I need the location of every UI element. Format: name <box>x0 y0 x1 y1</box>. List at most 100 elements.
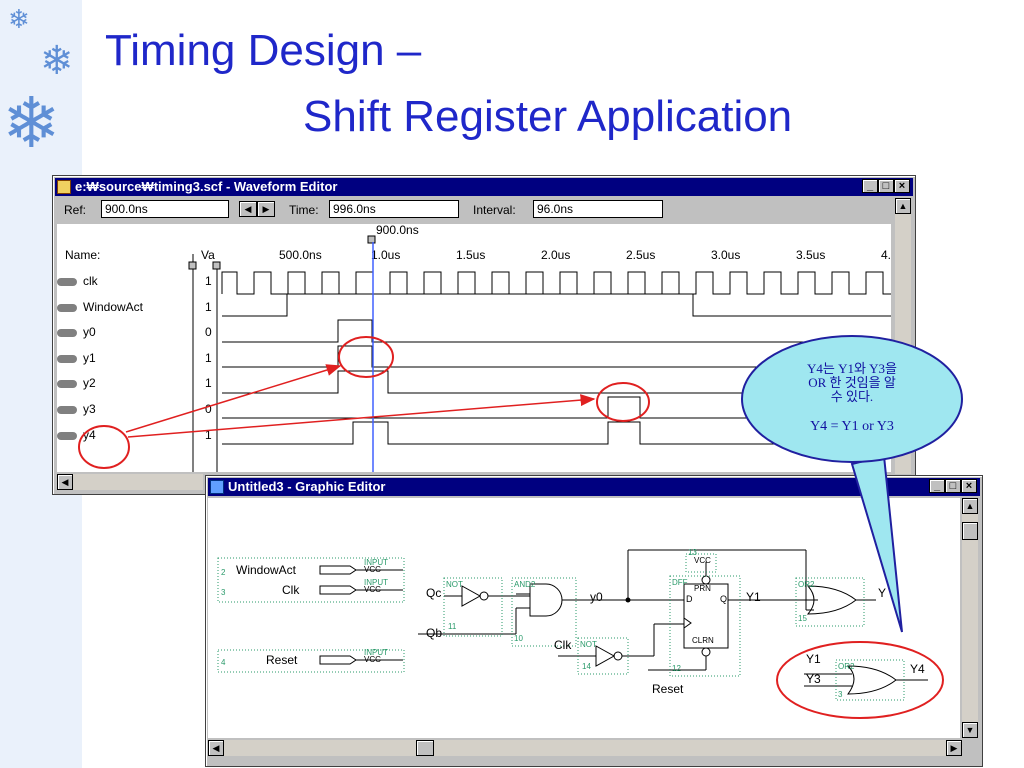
scroll-thumb[interactable] <box>416 740 434 756</box>
callout-text-line3: 수 있다. <box>830 389 874 404</box>
waveform-traces <box>188 235 891 472</box>
snowflake-icon: ❄ <box>2 84 61 162</box>
ref-marker-label: 900.0ns <box>376 223 419 237</box>
schematic-horizontal-scrollbar[interactable] <box>208 740 962 756</box>
node-number: 4 <box>221 658 226 667</box>
net-label-reset: Reset <box>652 682 684 696</box>
time-tick-label: 2.0us <box>541 248 571 262</box>
pin-type-sub: VCC <box>364 565 381 574</box>
node-number: 13 <box>688 548 697 557</box>
output-pin-icon <box>57 328 77 337</box>
gate-tag-and2: AND2 <box>514 580 536 589</box>
gate-tag-or2: OR2 <box>838 662 855 671</box>
ref-label: Ref: <box>64 203 87 217</box>
dff-d-label: D <box>686 594 693 604</box>
name-header: Name: <box>65 248 101 262</box>
time-tick-label: 1.5us <box>456 248 486 262</box>
net-label-y1: Y1 <box>746 590 761 604</box>
callout-equation: Y4 = Y1 or Y3 <box>810 419 894 434</box>
pin-type-tag: INPUT <box>364 578 388 587</box>
close-button[interactable]: × <box>894 179 910 193</box>
maximize-button[interactable]: □ <box>878 179 894 193</box>
scroll-left-button[interactable]: ◀ <box>208 740 224 756</box>
signal-row-y3[interactable]: y3 <box>57 402 96 416</box>
node-number: 10 <box>514 634 523 643</box>
gate-tag-not: NOT <box>446 580 463 589</box>
node-number: 12 <box>672 664 681 673</box>
scroll-left-button[interactable]: ◀ <box>57 474 73 490</box>
slide-title-line2: Shift Register Application <box>303 92 793 141</box>
net-label-qb: Qb <box>426 626 443 640</box>
minimize-button[interactable]: _ <box>929 479 945 493</box>
highlight-circle-y4 <box>78 425 130 469</box>
signal-value: 1 <box>205 376 212 390</box>
waveform-horizontal-scrollbar[interactable] <box>57 474 203 490</box>
input-windowact-label: WindowAct <box>236 563 297 577</box>
net-label-y1-or: Y1 <box>806 652 821 666</box>
signal-value: 1 <box>205 274 212 288</box>
signal-value: 1 <box>205 428 212 442</box>
net-label-y0: y0 <box>590 590 603 604</box>
output-pin-icon <box>57 431 77 440</box>
output-pin-icon <box>57 379 77 388</box>
graphic-editor-titlebar[interactable]: Untitled3 - Graphic Editor <box>208 478 980 496</box>
waveform-editor-titlebar[interactable]: e:₩source₩timing3.scf - Waveform Editor <box>55 178 913 196</box>
highlight-circle-or-gate <box>776 641 944 719</box>
close-button[interactable]: × <box>961 479 977 493</box>
highlight-circle-y1 <box>338 336 394 378</box>
waveform-plot-area[interactable]: Name: Va 900.0ns clk WindowAct y0 y1 y2 … <box>57 223 891 472</box>
time-field[interactable]: 996.0ns <box>329 200 459 218</box>
gate-tag-not: NOT <box>580 640 597 649</box>
scroll-right-button[interactable]: ▶ <box>946 740 962 756</box>
scroll-thumb[interactable] <box>962 522 978 540</box>
prev-transition-button[interactable]: ◀ <box>239 201 257 217</box>
scroll-up-button[interactable]: ▲ <box>895 198 911 214</box>
schematic-vertical-scrollbar[interactable] <box>962 498 978 738</box>
signal-row-y1[interactable]: y1 <box>57 351 96 365</box>
dff-q-label: Q <box>720 594 728 604</box>
snowflake-icon: ❄ <box>8 4 30 34</box>
callout-bubble <box>741 335 963 463</box>
time-tick-label: 500.0ns <box>279 248 322 262</box>
maximize-button[interactable]: □ <box>945 479 961 493</box>
waveform-editor-window: e:₩source₩timing3.scf - Waveform Editor … <box>52 175 916 495</box>
pin-type-tag: INPUT <box>364 558 388 567</box>
input-pin-icon <box>57 303 77 312</box>
callout-text-line2: OR 한 것임을 알 <box>808 375 896 390</box>
net-label-qc: Qc <box>426 586 442 600</box>
node-number: 14 <box>582 662 591 671</box>
dff-clrn-label: CLRN <box>692 636 714 645</box>
input-pin-icon <box>57 277 77 286</box>
time-tick-label: 4.0 <box>881 248 891 262</box>
net-label-y4-or: Y4 <box>910 662 925 676</box>
gate-tag-dff: DFF <box>672 578 688 587</box>
next-transition-button[interactable]: ▶ <box>257 201 275 217</box>
waveform-editor-title: e:₩source₩timing3.scf - Waveform Editor <box>75 179 338 194</box>
node-number: 2 <box>221 568 226 577</box>
interval-field[interactable]: 96.0ns <box>533 200 663 218</box>
input-clk-label: Clk <box>282 583 300 597</box>
signal-row-windowact[interactable]: WindowAct <box>57 300 143 314</box>
app-icon <box>57 180 71 194</box>
gate-tag-or2: OR2 <box>798 580 815 589</box>
scroll-up-button[interactable]: ▲ <box>962 498 978 514</box>
signal-row-clk[interactable]: clk <box>57 274 98 288</box>
arrow-y4-to-y3 <box>127 394 596 438</box>
node-number: 3 <box>221 588 226 597</box>
highlight-circle-y3 <box>596 382 650 422</box>
ref-field[interactable]: 900.0ns <box>101 200 229 218</box>
pin-type-sub: VCC <box>364 585 381 594</box>
callout-tail <box>850 454 903 633</box>
minimize-button[interactable]: _ <box>862 179 878 193</box>
signal-value: 1 <box>205 300 212 314</box>
value-header: Va <box>201 248 215 262</box>
scroll-down-button[interactable]: ▼ <box>962 722 978 738</box>
app-icon <box>210 480 224 494</box>
signal-row-y2[interactable]: y2 <box>57 376 96 390</box>
signal-row-y0[interactable]: y0 <box>57 325 96 339</box>
time-tick-label: 3.0us <box>711 248 741 262</box>
net-label-clk: Clk <box>554 638 572 652</box>
schematic-canvas[interactable]: WindowAct Clk Reset 2 3 4 INPUT VCC INPU… <box>208 498 960 738</box>
time-tick-label: 3.5us <box>796 248 826 262</box>
